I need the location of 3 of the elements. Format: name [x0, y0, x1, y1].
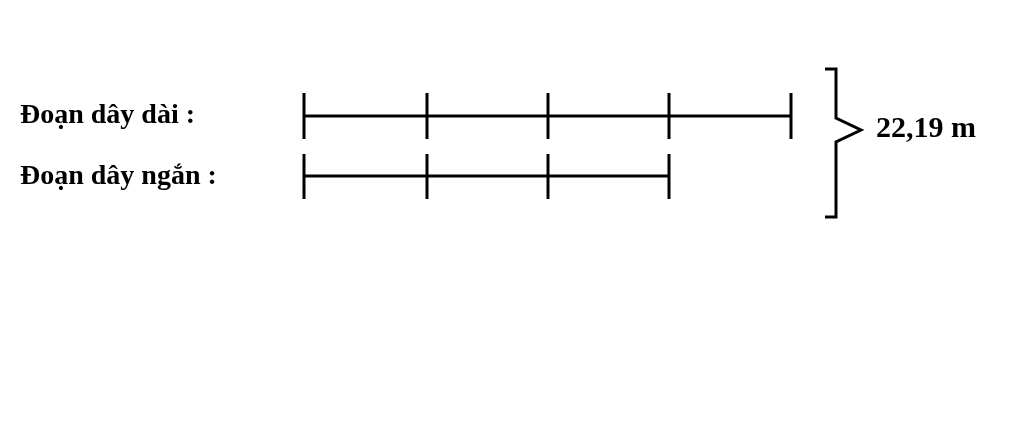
row-label: Đoạn dây ngắn : [20, 161, 217, 189]
row-label: Đoạn dây dài : [20, 100, 196, 128]
total-length-label: 22,19 m [876, 112, 976, 142]
